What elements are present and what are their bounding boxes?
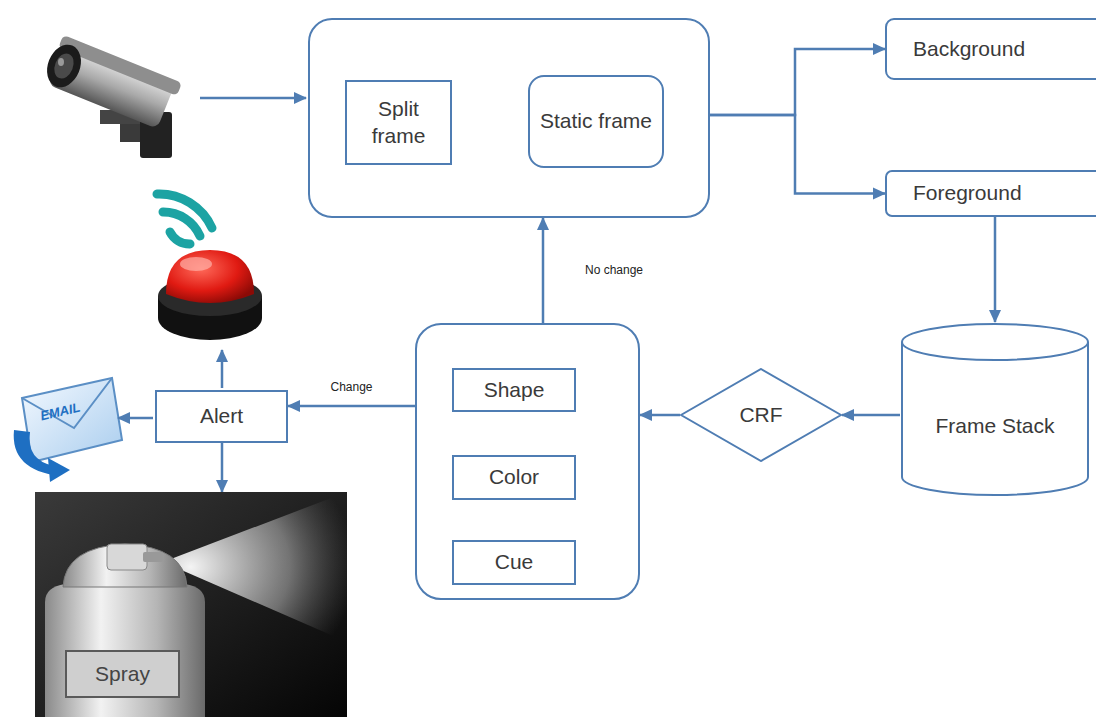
alert-arrow — [221, 350, 224, 388]
process-box: Static frame — [528, 75, 664, 168]
node-text: Frame Stack — [935, 413, 1054, 439]
connector-arrow — [710, 49, 885, 115]
connector-arrow — [842, 414, 900, 417]
feature-box: Shape — [452, 368, 576, 412]
node-text: Alert — [200, 403, 243, 429]
spray-label: Spray — [65, 650, 180, 698]
alert-box: Alert — [155, 390, 288, 443]
cctv-camera — [41, 35, 182, 158]
connector-arrow — [221, 443, 224, 492]
feature-box: Cue — [452, 540, 576, 585]
connector-arrow — [542, 218, 545, 323]
group-box: ShapeColorCue — [415, 323, 640, 600]
output-box: Background — [885, 18, 1096, 80]
email-icon — [14, 378, 122, 482]
node-text: CRF — [739, 402, 782, 428]
connector-arrow — [640, 414, 680, 417]
decision-diamond: CRF — [680, 368, 842, 462]
node-text: Foreground — [913, 180, 1022, 206]
connector-arrow — [710, 115, 885, 194]
node-text: Color — [489, 464, 539, 490]
edge-label: No change — [583, 263, 645, 277]
node-text: Background — [913, 36, 1025, 62]
connector-arrow — [994, 217, 997, 322]
node-text: Split frame — [355, 96, 442, 149]
connector-arrow — [288, 405, 415, 408]
node-text: Shape — [484, 377, 545, 403]
process-box: Split frame — [345, 80, 452, 165]
edge-label: Change — [328, 380, 374, 394]
input-arrow — [200, 97, 306, 100]
node-text: Static frame — [540, 108, 652, 134]
cylinder-outline — [900, 322, 1090, 497]
group-box: Split frame Static frame — [308, 18, 710, 218]
alert-arrow — [118, 417, 153, 420]
output-box: Foreground — [885, 170, 1096, 217]
database-cylinder: Frame Stack — [900, 322, 1090, 497]
alarm-button — [157, 194, 262, 340]
spray-image: Spray — [35, 492, 347, 717]
node-text: Cue — [495, 549, 534, 575]
feature-box: Color — [452, 455, 576, 500]
